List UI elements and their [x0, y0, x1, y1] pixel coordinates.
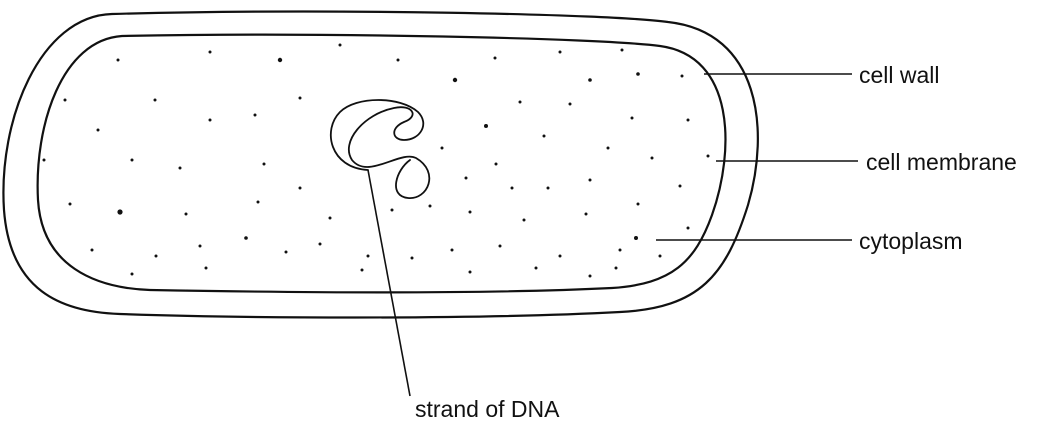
cytoplasm-dots	[43, 44, 710, 278]
dna-strand	[331, 100, 430, 198]
cell-membrane-label: cell membrane	[866, 151, 1017, 174]
cell-wall-label: cell wall	[859, 64, 940, 87]
cytoplasm-label: cytoplasm	[859, 230, 963, 253]
dna-strand-label: strand of DNA	[415, 398, 559, 421]
dna-leader	[368, 170, 410, 396]
